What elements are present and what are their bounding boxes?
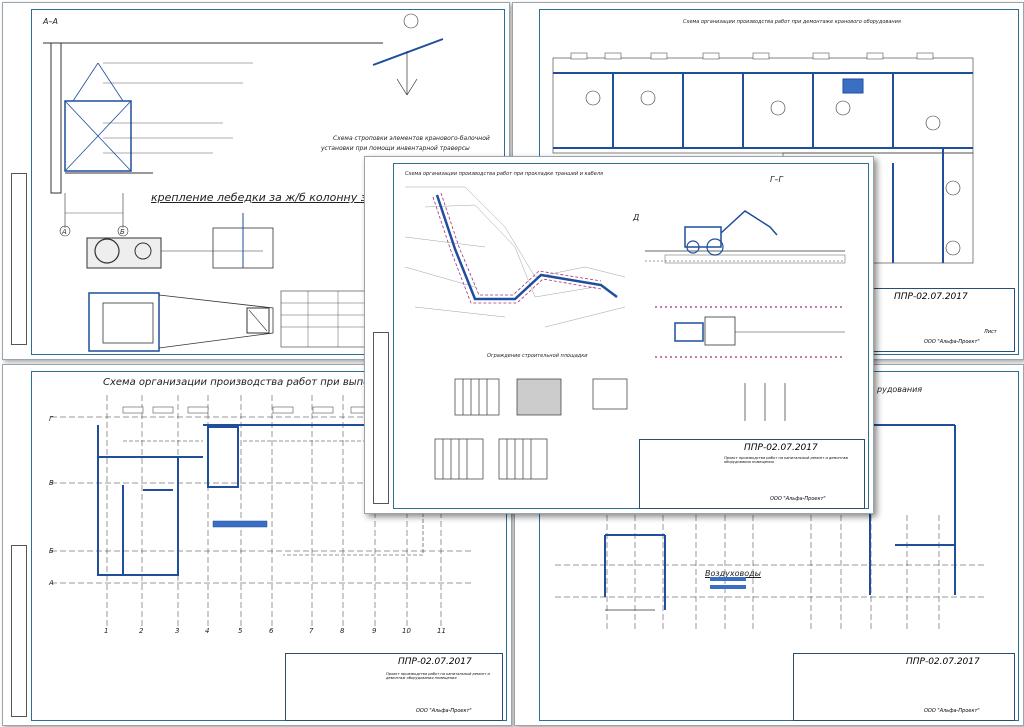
- sheet-title: Схема организации производства работ при…: [405, 171, 604, 177]
- sheet-center: Схема организации производства работ при…: [364, 156, 874, 514]
- sheet-bottom-left: Схема организации производства работ при…: [2, 364, 512, 726]
- sheet-frame: [31, 371, 507, 721]
- title-block-sheet: Лист: [984, 329, 997, 335]
- floor-plan: [552, 52, 974, 264]
- title-block: ППР-02.07.2017 Проект производства работ…: [639, 439, 865, 509]
- sheet-title: рудования: [877, 385, 923, 394]
- vent-label: Воздуховоды: [705, 569, 761, 578]
- title-block-desc: Проект производства работ на капитальный…: [724, 456, 849, 464]
- title-block: ППР-02.07.2017 Проект производства работ…: [285, 653, 503, 721]
- sheet-title: Схема организации производства работ при…: [103, 377, 472, 388]
- axis-a-label: А: [61, 228, 67, 236]
- axis-col-7: 7: [309, 627, 314, 635]
- axis-col-9: 9: [372, 627, 377, 635]
- axis-row-3: Б: [49, 547, 54, 555]
- axis-row-2: В: [49, 479, 54, 487]
- axis-col-3: 3: [175, 627, 180, 635]
- equipment-plan: [555, 424, 985, 630]
- title-block-org: ООО "Альфа-Проект": [924, 708, 980, 714]
- axis-col-10: 10: [402, 627, 411, 635]
- axis-col-11: 11: [437, 627, 446, 635]
- axis-row-1: Г: [49, 415, 53, 423]
- title-block-code: ППР-02.07.2017: [398, 657, 472, 667]
- axis-col-5: 5: [238, 627, 243, 635]
- section-label: A–A: [43, 17, 58, 26]
- axis-col-8: 8: [340, 627, 345, 635]
- title-block-code: ППР-02.07.2017: [894, 292, 968, 302]
- title-block: ППР-02.07.2017 ООО "Альфа-Проект" Лист: [853, 288, 1015, 352]
- mount-caption: крепление лебедки за ж/б колонну здания: [151, 191, 402, 204]
- title-block-code: ППР-02.07.2017: [744, 443, 818, 453]
- axis-col-2: 2: [139, 627, 144, 635]
- axis-row-4: А: [49, 579, 54, 587]
- title-block-org: ООО "Альфа-Проект": [416, 708, 472, 714]
- axis-col-6: 6: [269, 627, 274, 635]
- section-label: Г–Г: [770, 175, 783, 184]
- axis-b-label: Б: [120, 228, 125, 236]
- winch-drawing: А Б: [43, 13, 444, 352]
- title-block-org: ООО "Альфа-Проект": [770, 496, 826, 502]
- title-block-desc: Проект производства работ на капитальный…: [386, 672, 490, 680]
- excavator-icon: [645, 210, 846, 264]
- title-block-org: ООО "Альфа-Проект": [924, 339, 980, 345]
- scheme-caption-2: установки при помощи инвентарной траверс…: [321, 145, 470, 152]
- fence-caption: Ограждение строительной площадки: [487, 353, 588, 359]
- scheme-caption-1: Схема строповки элементов кранового-бало…: [333, 135, 490, 142]
- marker-d: Д: [633, 213, 640, 222]
- axis-col-4: 4: [205, 627, 210, 635]
- axis-col-1: 1: [104, 627, 109, 635]
- title-block: ППР-02.07.2017 ООО "Альфа-Проект": [793, 653, 1015, 721]
- title-block-code: ППР-02.07.2017: [906, 657, 980, 667]
- sheet-frame: [393, 163, 869, 509]
- sheet-title: Схема организации производства работ при…: [683, 19, 901, 25]
- trench-drawing: [404, 186, 846, 480]
